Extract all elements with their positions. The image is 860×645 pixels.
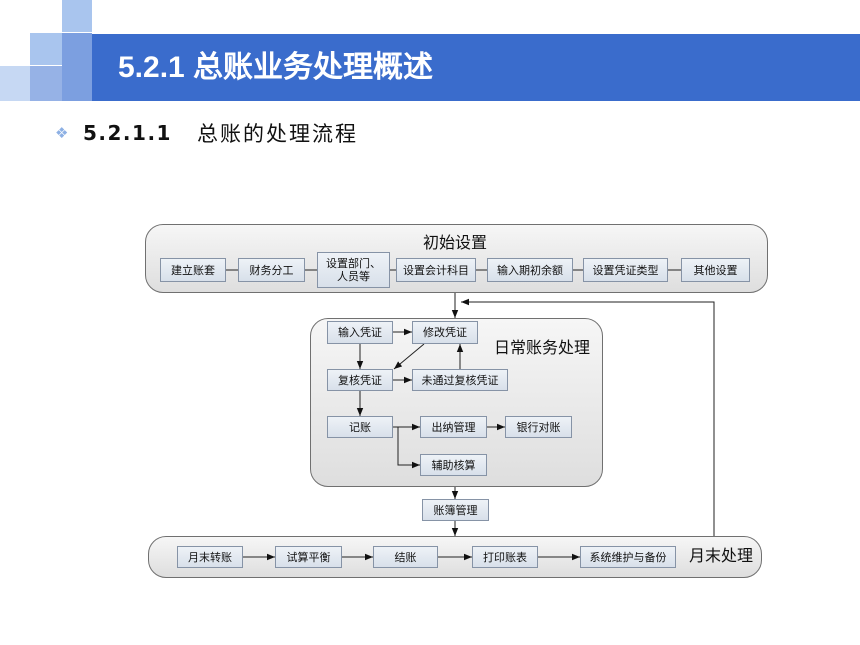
decor-square <box>62 33 92 101</box>
step-other-settings: 其他设置 <box>681 258 750 282</box>
decor-square <box>0 66 30 101</box>
step-create-account-set: 建立账套 <box>160 258 226 282</box>
step-setup-accounts: 设置会计科目 <box>396 258 476 282</box>
slide-title: 5.2.1 总账业务处理概述 <box>118 51 434 84</box>
step-system-backup: 系统维护与备份 <box>580 546 676 568</box>
step-print-reports: 打印账表 <box>472 546 538 568</box>
diamond-bullet-icon: ❖ <box>55 124 69 142</box>
step-review-voucher: 复核凭证 <box>327 369 393 391</box>
group-title-initial-setup: 初始设置 <box>422 233 487 252</box>
step-rejected-voucher: 未通过复核凭证 <box>412 369 508 391</box>
step-month-end-transfer: 月末转账 <box>177 546 243 568</box>
step-assign-duties: 财务分工 <box>238 258 305 282</box>
decor-square <box>30 33 62 65</box>
step-posting: 记账 <box>327 416 393 438</box>
step-bank-reconciliation: 银行对账 <box>505 416 572 438</box>
step-ledger-management: 账簿管理 <box>422 499 489 521</box>
step-auxiliary-accounting: 辅助核算 <box>420 454 487 476</box>
step-cashier-management: 出纳管理 <box>420 416 487 438</box>
step-modify-voucher: 修改凭证 <box>412 321 478 344</box>
decor-square <box>30 66 62 101</box>
step-opening-balances: 输入期初余额 <box>487 258 573 282</box>
section-heading: ❖ 5.2.1.1 总账的处理流程 <box>55 120 358 146</box>
step-setup-departments: 设置部门、 人员等 <box>317 252 390 288</box>
decor-square <box>62 0 92 32</box>
group-title-month-end: 月末处理 <box>689 546 754 565</box>
group-title-daily-processing: 日常账务处理 <box>494 338 591 357</box>
section-number: 5.2.1.1 <box>83 121 172 145</box>
title-band: 5.2.1 总账业务处理概述 <box>92 34 860 101</box>
section-title: 总账的处理流程 <box>197 122 358 146</box>
step-voucher-types: 设置凭证类型 <box>583 258 668 282</box>
step-close-books: 结账 <box>373 546 438 568</box>
step-input-voucher: 输入凭证 <box>327 321 393 344</box>
step-trial-balance: 试算平衡 <box>275 546 342 568</box>
